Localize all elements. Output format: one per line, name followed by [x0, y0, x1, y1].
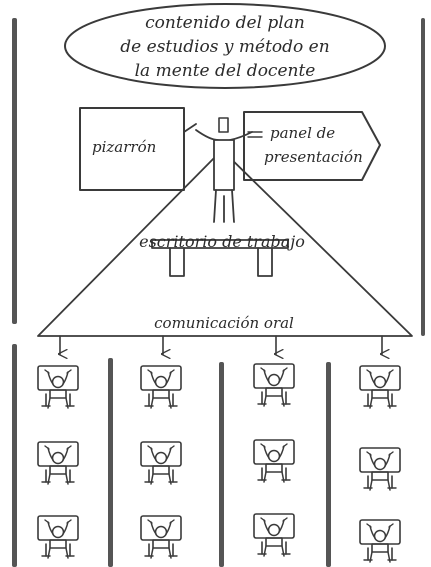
student-at-desk-icon: [253, 439, 295, 483]
student-at-desk-icon: [359, 365, 401, 409]
cloud-line-3: la mente del docente: [135, 61, 316, 81]
column-bar: [219, 362, 224, 567]
student-at-desk-icon: [253, 363, 295, 407]
left-border-bar: [12, 18, 17, 324]
student-at-desk-icon: [253, 513, 295, 557]
student-at-desk-icon: [37, 515, 79, 559]
column-bar: [12, 344, 17, 567]
right-border-bar: [421, 18, 425, 336]
student-at-desk-icon: [140, 515, 182, 559]
student-at-desk-icon: [359, 519, 401, 563]
panel-label-line-1: panel de: [270, 124, 335, 142]
communication-triangle: [37, 149, 413, 337]
column-bar: [326, 362, 331, 567]
cloud-line-2: de estudios y método en: [120, 37, 329, 57]
oral-communication-label: comunicación oral: [154, 314, 294, 332]
teacher-figure-icon: [183, 117, 253, 223]
student-at-desk-icon: [37, 365, 79, 409]
thought-cloud: contenido del plan de estudios y método …: [64, 3, 386, 89]
desk-label: escritorio de trabajo: [139, 232, 305, 251]
cloud-line-1: contenido del plan: [145, 13, 305, 33]
teacher-desk: escritorio de trabajo: [139, 232, 305, 277]
column-bar: [108, 358, 113, 567]
student-at-desk-icon: [140, 441, 182, 485]
blackboard-label: pizarrón: [92, 138, 156, 156]
presentation-panel: panel de presentación: [243, 111, 381, 181]
student-at-desk-icon: [140, 365, 182, 409]
panel-label-line-2: presentación: [264, 148, 363, 166]
blackboard: pizarrón: [79, 107, 185, 191]
student-at-desk-icon: [359, 447, 401, 491]
student-at-desk-icon: [37, 441, 79, 485]
